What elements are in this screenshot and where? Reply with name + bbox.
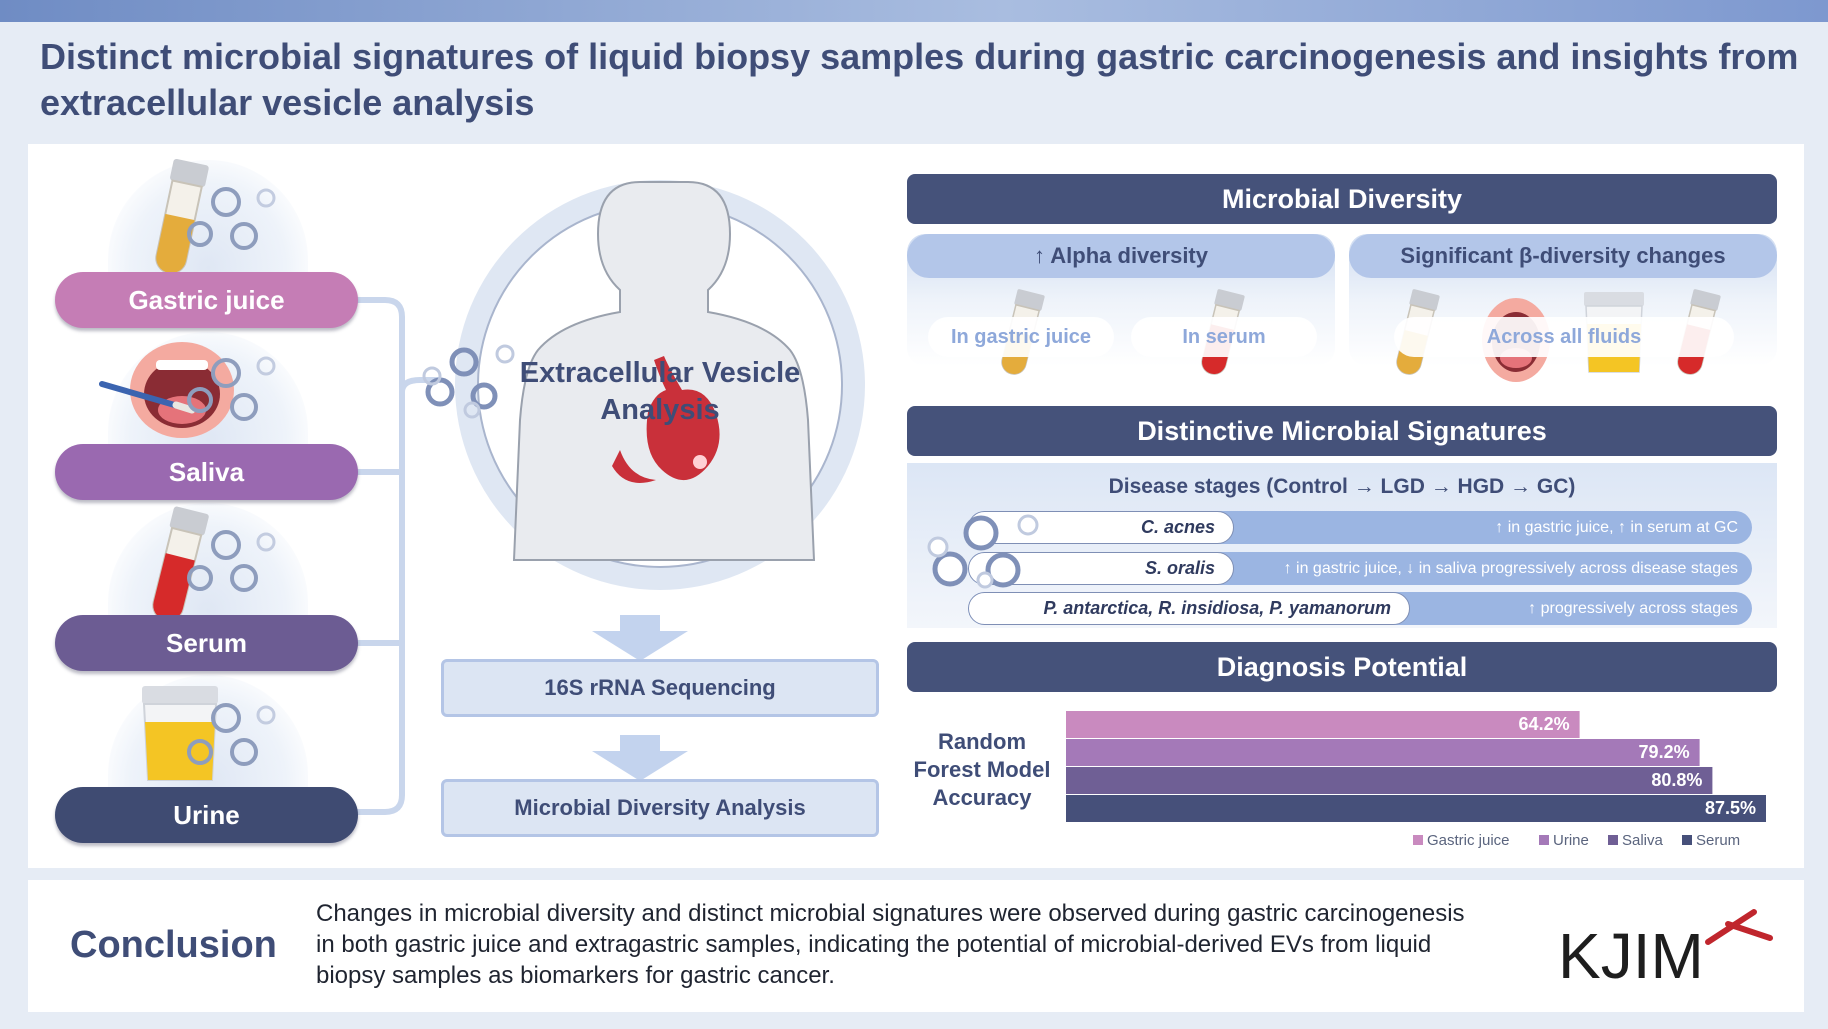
disease-stages-label: Disease stages (Control → LGD → HGD → GC… xyxy=(1108,475,1576,498)
kjim-logo-text: KJIM xyxy=(1558,920,1704,992)
random-forest-label: Random Forest Model Accuracy xyxy=(913,729,1051,810)
legend-swatch xyxy=(1413,835,1423,845)
page-title: Distinct microbial signatures of liquid … xyxy=(40,36,1799,123)
stomach-icon xyxy=(612,356,720,483)
fluid-pill-urine: Urine xyxy=(55,787,358,843)
signature-description: ↑ in gastric juice, ↑ in serum at GC xyxy=(1495,519,1738,536)
kjim-mark-icon xyxy=(1705,909,1773,945)
microbial-signatures-header: Distinctive Microbial Signatures xyxy=(907,406,1777,456)
accuracy-bar-serum xyxy=(1066,795,1766,822)
signature-description: ↑ progressively across stages xyxy=(1528,600,1738,617)
legend-item: Serum xyxy=(1682,832,1740,849)
fluid-pill-saliva: Saliva xyxy=(55,444,358,500)
bar-value-label: 87.5% xyxy=(1704,798,1756,818)
legend-item: Gastric juice xyxy=(1413,832,1510,849)
signature-description: ↑ in gastric juice, ↓ in saliva progress… xyxy=(1283,560,1738,577)
bar-value-label: 79.2% xyxy=(1638,742,1690,762)
mouth-icon xyxy=(99,342,234,438)
fluid-pill-gastric-juice: Gastric juice xyxy=(55,272,358,328)
conclusion-text: Changes in microbial diversity and disti… xyxy=(316,900,1465,989)
beta-item-all-fluids: Across all fluids xyxy=(1394,317,1734,357)
accuracy-bar-saliva xyxy=(1066,767,1713,794)
alpha-item-serum: In serum xyxy=(1131,317,1317,357)
accuracy-bar-urine xyxy=(1066,739,1700,766)
top-accent-bar xyxy=(0,0,1828,22)
legend-item: Urine xyxy=(1539,832,1589,849)
legend-swatch xyxy=(1608,835,1618,845)
arrow-down-icon xyxy=(592,735,688,781)
conclusion-title: Conclusion xyxy=(70,924,277,966)
fluid-pill-serum: Serum xyxy=(55,615,358,671)
signature-row: P. antarctica, R. insidiosa, P. yamanoru… xyxy=(968,592,1752,625)
legend-label: Serum xyxy=(1696,832,1741,849)
bar-value-label: 80.8% xyxy=(1651,770,1703,790)
ev-analysis-label: Extracellular Vesicle Analysis xyxy=(519,357,801,426)
legend-item: Saliva xyxy=(1608,832,1663,849)
arrow-down-icon xyxy=(592,615,688,661)
step-16s-sequencing: 16S rRNA Sequencing xyxy=(441,659,879,717)
legend-swatch xyxy=(1682,835,1692,845)
legend-swatch xyxy=(1539,835,1549,845)
bar-value-label: 64.2% xyxy=(1518,714,1570,734)
beta-diversity-title: Significant β-diversity changes xyxy=(1349,234,1777,278)
diagnosis-header: Diagnosis Potential xyxy=(907,642,1777,692)
legend-label: Saliva xyxy=(1622,832,1663,849)
accuracy-bar-gastric-juice xyxy=(1066,711,1580,738)
signature-row: C. acnes ↑ in gastric juice, ↑ in serum … xyxy=(968,511,1752,544)
conclusion-panel: Conclusion Changes in microbial diversit… xyxy=(28,880,1804,1012)
serum-tube-icon xyxy=(152,506,209,622)
alpha-diversity-title: ↑ Alpha diversity xyxy=(907,234,1335,278)
kjim-logo: KJIM xyxy=(1558,898,1788,1003)
legend-label: Urine xyxy=(1553,832,1589,849)
legend-label: Gastric juice xyxy=(1427,832,1510,849)
microbial-diversity-header: Microbial Diversity xyxy=(907,174,1777,224)
step-diversity-analysis: Microbial Diversity Analysis xyxy=(441,779,879,837)
alpha-item-gastric-juice: In gastric juice xyxy=(928,317,1114,357)
signature-name: C. acnes xyxy=(968,511,1234,544)
signature-name: P. antarctica, R. insidiosa, P. yamanoru… xyxy=(968,592,1410,625)
